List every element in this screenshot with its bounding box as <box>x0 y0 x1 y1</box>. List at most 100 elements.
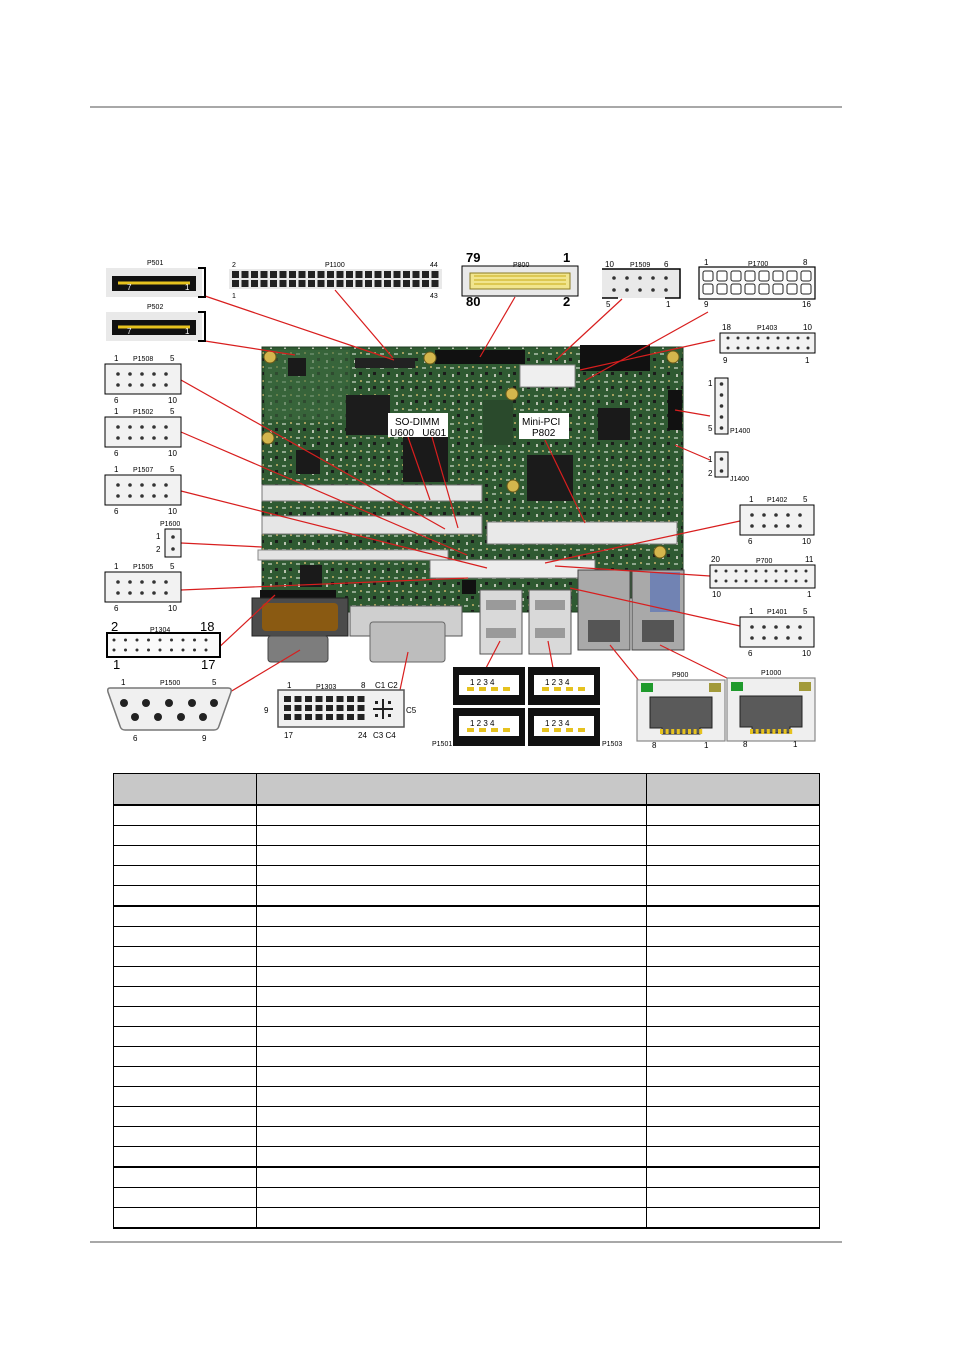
pin <box>786 336 790 340</box>
pin <box>315 714 323 720</box>
pin <box>260 280 268 287</box>
p1402-pin-1: 1 <box>749 495 754 504</box>
p1402-pin-5: 5 <box>803 495 808 504</box>
p1100-pin-2: 2 <box>232 262 236 269</box>
pin <box>467 728 474 732</box>
pin <box>204 648 208 652</box>
pin <box>422 271 429 278</box>
pin <box>714 569 718 573</box>
table-row <box>113 804 820 826</box>
pin <box>326 705 333 711</box>
pin <box>676 729 680 734</box>
pin <box>251 271 258 278</box>
table-cell <box>256 966 647 987</box>
j1400-label: J1400 <box>730 476 749 483</box>
pin <box>786 625 790 629</box>
pin <box>789 729 793 734</box>
p1502-label: P1502 <box>133 409 153 416</box>
table-row <box>113 1187 820 1208</box>
p1304-pin-1: 1 <box>113 657 120 672</box>
table-cell <box>256 1146 647 1168</box>
pin <box>135 638 139 642</box>
pin <box>315 705 323 711</box>
table-row <box>113 966 820 987</box>
p1502-pin-6: 6 <box>114 449 119 458</box>
pin <box>284 714 291 720</box>
pin <box>374 280 382 287</box>
p700-pin-20: 20 <box>711 555 720 564</box>
pin <box>308 280 315 287</box>
pin <box>762 513 766 517</box>
pin <box>164 372 168 376</box>
table-row <box>113 1066 820 1087</box>
pin <box>140 494 144 498</box>
pin <box>317 271 325 278</box>
table-row <box>113 865 820 886</box>
pin <box>305 696 312 702</box>
pin <box>403 271 410 278</box>
pin <box>128 591 132 595</box>
p1303-label: P1303 <box>316 684 336 691</box>
p1401-header-callout: P1401 1 5 6 10 <box>739 607 815 658</box>
pin <box>232 280 239 287</box>
pin <box>724 569 728 573</box>
pin <box>403 280 410 287</box>
pin <box>638 288 642 292</box>
pin <box>762 524 766 528</box>
p700-pin-11: 11 <box>805 555 814 564</box>
chip <box>300 565 322 587</box>
pin <box>786 270 798 282</box>
p1500-pin-1: 1 <box>121 678 126 687</box>
table-cell <box>256 1066 647 1087</box>
table-header-cell <box>646 773 820 806</box>
pin <box>772 283 784 295</box>
p502-pin-7: 7 <box>127 327 132 336</box>
p1000-label: P1000 <box>761 670 781 677</box>
header-rule <box>90 106 842 108</box>
pin <box>164 425 168 429</box>
p1303-pin-17: 17 <box>284 731 293 740</box>
p800-label: P800 <box>513 262 529 269</box>
pin <box>542 687 549 691</box>
pin <box>128 580 132 584</box>
pin <box>152 591 156 595</box>
p700-label: P700 <box>756 558 772 565</box>
pin <box>124 638 127 642</box>
pin <box>152 383 156 387</box>
pin <box>241 271 249 278</box>
pin <box>774 579 778 583</box>
table-cell <box>646 804 820 826</box>
pin <box>298 271 306 278</box>
table-header-cell <box>256 773 647 806</box>
p1000-rj45-callout: P1000 8 1 <box>726 670 816 749</box>
table-cell <box>646 845 820 866</box>
pin <box>750 636 754 640</box>
p800-pin-80: 80 <box>466 294 480 309</box>
pin <box>116 580 120 584</box>
table-cell <box>113 1106 257 1127</box>
p1403-header-callout: P1403 18 10 9 1 <box>719 323 816 365</box>
p1304-pin-18: 18 <box>200 619 214 634</box>
pin <box>232 271 239 278</box>
pin <box>164 483 168 487</box>
p1502-pin-1: 1 <box>114 407 119 416</box>
pin <box>128 483 132 487</box>
table-cell <box>256 865 647 886</box>
pin <box>116 436 120 440</box>
p1500-pin-6: 6 <box>133 734 138 743</box>
pin <box>124 648 127 652</box>
pin <box>806 336 810 340</box>
p1509-pin-1: 1 <box>666 300 671 309</box>
table-cell <box>256 1187 647 1208</box>
pin <box>305 705 312 711</box>
table-cell <box>256 845 647 866</box>
pin <box>327 271 334 278</box>
table-cell <box>113 865 257 886</box>
pin <box>305 714 312 720</box>
table-cell <box>113 946 257 967</box>
pin <box>365 280 372 287</box>
pin <box>730 270 742 282</box>
rj45-photo <box>577 569 631 651</box>
p1401-pin-5: 5 <box>803 607 808 616</box>
usb-stack-photo <box>528 589 572 655</box>
